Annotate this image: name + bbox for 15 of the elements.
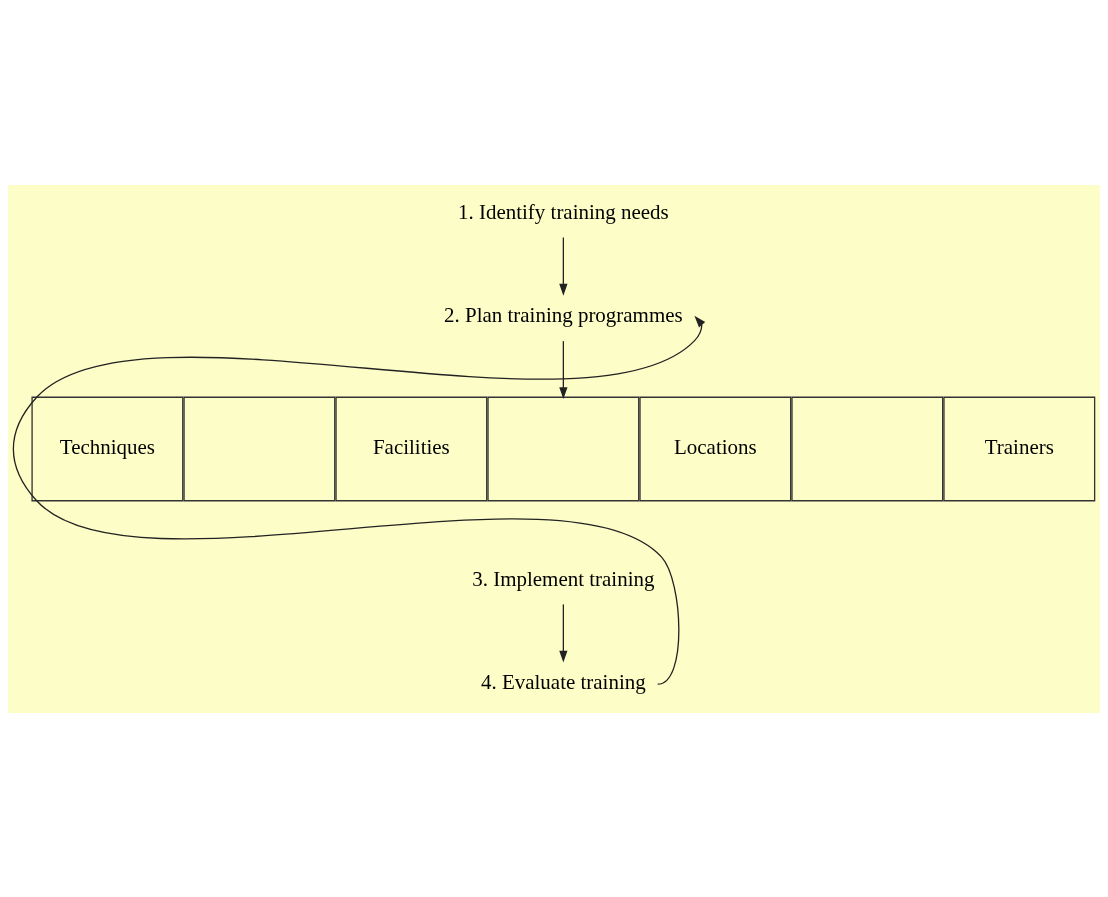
arrow bbox=[559, 339, 568, 399]
node-text: 2. Plan training programmes bbox=[444, 302, 683, 327]
node-box bbox=[487, 396, 640, 501]
node-text: 1. Identify training needs bbox=[458, 199, 669, 224]
node-box bbox=[183, 396, 336, 501]
node-box: Trainers bbox=[943, 396, 1096, 501]
node-box: Techniques bbox=[31, 396, 184, 501]
node-box bbox=[791, 396, 944, 501]
node-box: Facilities bbox=[335, 396, 488, 501]
node-box: Locations bbox=[639, 396, 792, 501]
arrow bbox=[12, 315, 706, 685]
arrow bbox=[559, 236, 568, 296]
arrow bbox=[559, 603, 568, 663]
node-text: 3. Implement training bbox=[472, 566, 655, 591]
node-text: 4. Evaluate training bbox=[481, 669, 646, 694]
